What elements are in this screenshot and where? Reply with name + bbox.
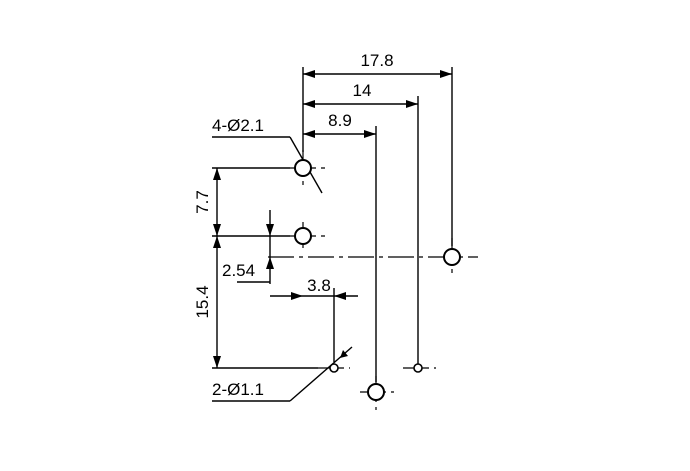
holes bbox=[294, 159, 461, 401]
hole-middle bbox=[294, 227, 312, 245]
label-large-holes: 4-Ø2.1 bbox=[212, 116, 264, 135]
label-spacing-7-7: 7.7 bbox=[193, 190, 212, 214]
arrowheads bbox=[213, 70, 452, 368]
centerlines bbox=[268, 150, 478, 410]
hole-bottom bbox=[367, 383, 385, 401]
pin-small-left bbox=[329, 363, 339, 373]
label-small-holes: 2-Ø1.1 bbox=[212, 380, 264, 399]
label-offset-3-8: 3.8 bbox=[307, 276, 331, 295]
label-spacing-15-4: 15.4 bbox=[193, 285, 212, 318]
label-width-8-9: 8.9 bbox=[328, 111, 352, 130]
label-total-width: 17.8 bbox=[360, 51, 393, 70]
hole-top bbox=[294, 159, 312, 177]
label-width-14: 14 bbox=[353, 81, 372, 100]
pin-small-right bbox=[413, 363, 423, 373]
hole-right bbox=[443, 248, 461, 266]
label-offset-2-54: 2.54 bbox=[222, 261, 255, 280]
extension-lines bbox=[212, 67, 453, 382]
